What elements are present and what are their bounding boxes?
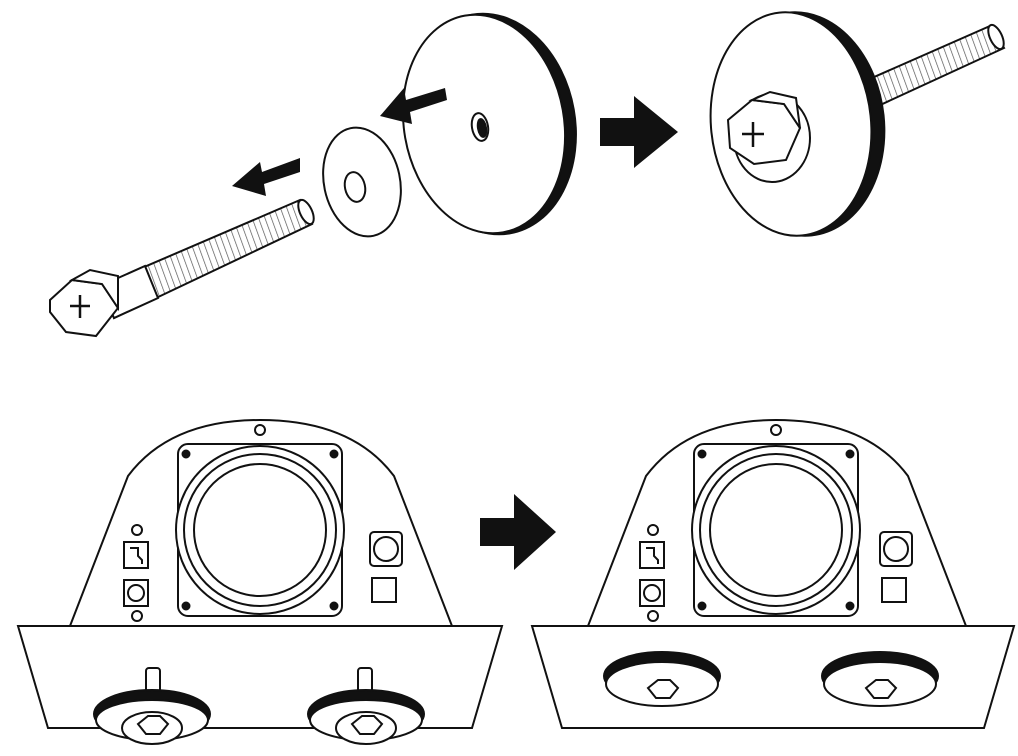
side-connectors-after: [879, 531, 913, 603]
cabinet-after-panel: [530, 418, 1016, 729]
cabinet-base: [16, 625, 504, 729]
foot-bolt-right: [307, 667, 425, 745]
arrow-left-disc: [380, 88, 447, 124]
foot-disc-right-after: [821, 651, 939, 707]
foot-bolt-left: [93, 667, 211, 745]
cabinet-before-panel: [16, 418, 504, 745]
speaker-driver-after: [691, 443, 861, 617]
arrow-right-bottom: [480, 494, 556, 570]
bolt-shank: [98, 198, 315, 320]
bolt-assembled-panel: [709, 11, 1006, 237]
bolt-exploded-panel: [49, 12, 577, 338]
side-connectors: [369, 531, 403, 603]
top-screw-after: [770, 424, 782, 436]
small-washer: [322, 126, 402, 238]
arrow-right-top: [600, 96, 678, 168]
hex-bolt-head: [49, 268, 120, 338]
arrow-left-small: [232, 158, 300, 196]
assembled-hex-head: [726, 90, 802, 166]
input-connectors-after: [639, 524, 665, 622]
foot-disc-left-after: [603, 651, 721, 707]
input-connectors: [123, 524, 149, 622]
large-disc-washer: [401, 12, 577, 236]
top-screw: [254, 424, 266, 436]
speaker-driver: [175, 443, 345, 617]
